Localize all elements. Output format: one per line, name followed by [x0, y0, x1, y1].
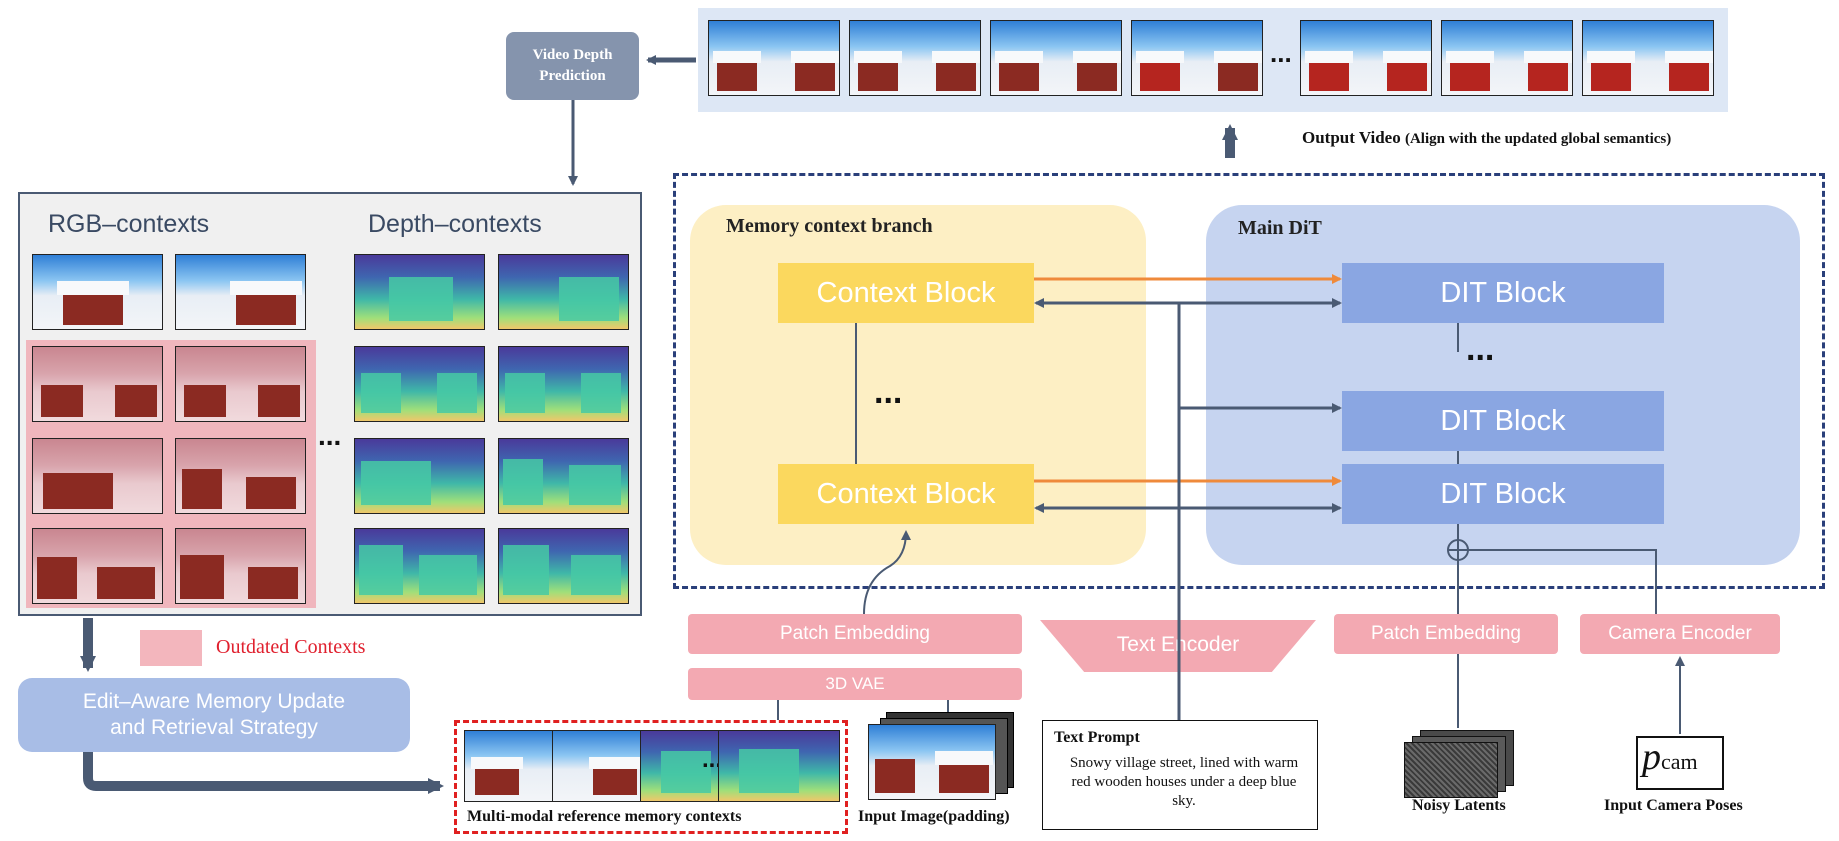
- camera-pose-box: [1636, 736, 1724, 790]
- rgb-context-frame-outdated: [32, 438, 163, 514]
- input-image-label: Input Image(padding): [858, 808, 1010, 825]
- memory-branch-title: Memory context branch: [726, 215, 933, 237]
- outdated-legend-swatch: [140, 630, 202, 666]
- model-region: [673, 173, 1825, 589]
- depth-context-frame: [498, 528, 629, 604]
- noisy-latent-layer: [1404, 742, 1498, 798]
- output-frame: [1300, 20, 1432, 96]
- camera-poses-label: Input Camera Poses: [1604, 797, 1743, 814]
- output-frame: [990, 20, 1122, 96]
- dit-block-top: DIT Block: [1342, 263, 1664, 323]
- rgb-context-frame: [32, 254, 163, 330]
- rgb-context-frame: [175, 254, 306, 330]
- input-image-frame: [868, 724, 996, 800]
- outdated-legend-label: Outdated Contexts: [216, 636, 366, 658]
- patch-embedding-right: Patch Embedding: [1334, 614, 1558, 654]
- dit-block-mid: DIT Block: [1342, 391, 1664, 451]
- depth-context-frame: [354, 438, 485, 514]
- rgb-context-frame-outdated: [175, 528, 306, 604]
- arrow-patch-to-context: [863, 530, 911, 615]
- reference-frame: [718, 730, 840, 802]
- depth-context-frame: [354, 254, 485, 330]
- context-block-bottom: Context Block: [778, 464, 1034, 524]
- output-frame: [708, 20, 840, 96]
- memory-update-box: Edit–Aware Memory Update and Retrieval S…: [18, 678, 410, 752]
- rgb-context-frame-outdated: [175, 346, 306, 422]
- memory-update-line2: and Retrieval Strategy: [110, 716, 318, 739]
- noisy-latents-label: Noisy Latents: [1412, 797, 1506, 814]
- depth-context-frame: [498, 254, 629, 330]
- rgb-context-frame-outdated: [32, 528, 163, 604]
- output-video-note: (Align with the updated global semantics…: [1404, 131, 1672, 147]
- reference-memory-box: [454, 720, 848, 834]
- dit-block-bottom: DIT Block: [1342, 464, 1664, 524]
- depth-context-frame: [354, 346, 485, 422]
- output-frame: [1441, 20, 1573, 96]
- video-depth-prediction-box: Video Depth Prediction: [506, 32, 639, 100]
- camera-pose-symbol: pcam: [1642, 735, 1698, 779]
- rgb-context-frame-outdated: [32, 346, 163, 422]
- context-block-top: Context Block: [778, 263, 1034, 323]
- depth-context-frame: [498, 438, 629, 514]
- depth-context-frame: [498, 346, 629, 422]
- rgb-context-frame-outdated: [175, 438, 306, 514]
- vae-3d: 3D VAE: [688, 668, 1022, 700]
- output-video-caption: Output Video (Align with the updated glo…: [1302, 128, 1671, 148]
- camera-encoder: Camera Encoder: [1580, 614, 1780, 654]
- arrow-update-to-reference: [83, 752, 444, 794]
- output-frame: [1131, 20, 1263, 96]
- memory-update-line1: Edit–Aware Memory Update: [82, 690, 346, 713]
- video-depth-line1: Video Depth: [532, 47, 613, 63]
- text-prompt-body: Snowy village street, lined with warm re…: [1069, 755, 1299, 809]
- output-video-label: Output Video: [1302, 128, 1401, 147]
- patch-embedding-left: Patch Embedding: [688, 614, 1022, 654]
- main-dit-title: Main DiT: [1238, 217, 1322, 239]
- reference-memory-label: Multi-modal reference memory contexts: [467, 808, 742, 825]
- output-frame: [849, 20, 981, 96]
- text-prompt-box: [1042, 720, 1318, 830]
- contexts-ellipsis: ...: [318, 420, 342, 451]
- rgb-contexts-title: RGB–contexts: [48, 210, 210, 238]
- depth-context-frame: [354, 528, 485, 604]
- reference-frame: [464, 730, 558, 802]
- reference-frame: [552, 730, 646, 802]
- output-frame: [1582, 20, 1714, 96]
- video-depth-line2: Prediction: [539, 68, 606, 84]
- output-ellipsis: ...: [1270, 38, 1292, 68]
- depth-contexts-title: Depth–contexts: [368, 210, 542, 238]
- camera-pose-p: p: [1642, 736, 1661, 778]
- camera-to-sum: [1468, 549, 1657, 614]
- camera-pose-subscript: cam: [1661, 749, 1698, 774]
- text-prompt-title: Text Prompt: [1054, 729, 1140, 746]
